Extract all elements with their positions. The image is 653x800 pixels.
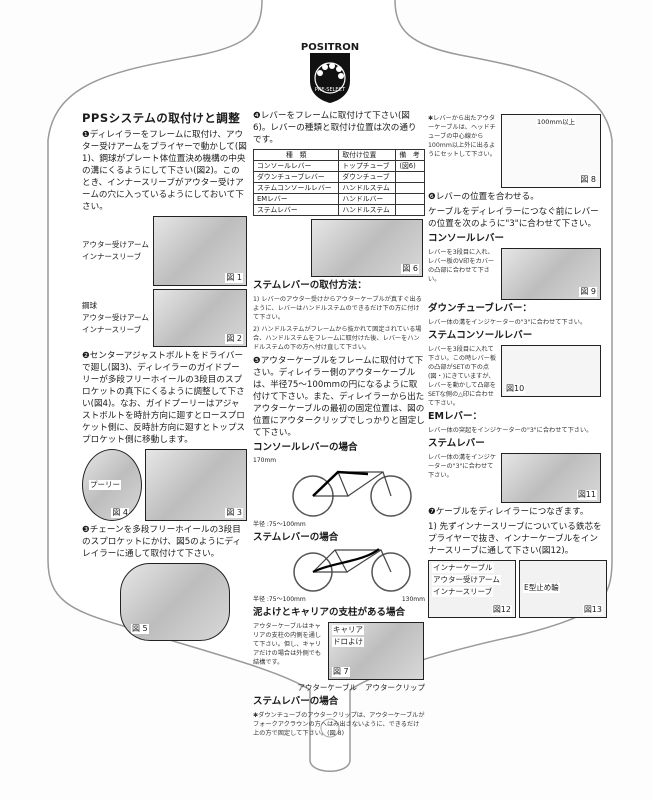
column-1: PPSシステムの取付けと調整 ❶ディレイラーをフレームに取付け、アウター受けアー… bbox=[82, 110, 247, 641]
figure-10-row: レバーを3段目に入れて下さい。この時レバー板の凸部がSETの下の点(図・)にきて… bbox=[428, 345, 606, 408]
figure-8: 100mm以上図 8 bbox=[501, 114, 601, 188]
column-3: ✱レバーから出たアウターケーブルは、ヘッドチューブの中心線から100mm以上外に… bbox=[428, 114, 607, 618]
figure-6: 図 6 bbox=[311, 219, 423, 277]
table-row: コンソールレバートップチューブ(図6) bbox=[252, 160, 425, 172]
dimension-label: 130mm bbox=[401, 596, 425, 603]
step-2-text: ❷センターアジャストボルトをドライバーで廻し(図3)、ディレイラーのガイドプーリ… bbox=[82, 351, 246, 445]
callout: 100mm以上 bbox=[536, 117, 577, 127]
figure-7-callouts: アウターケーブル アウタークリップ bbox=[253, 683, 425, 693]
callout: インナーケーブル bbox=[432, 563, 494, 573]
lever-table: 種 類取付け位置備 考 コンソールレバートップチューブ(図6) ダウンチューブレ… bbox=[252, 149, 425, 216]
figure-8-row: ✱レバーから出たアウターケーブルは、ヘッドチューブの中心線から100mm以上外に… bbox=[428, 114, 606, 188]
figure-3: 図 3 bbox=[145, 449, 247, 521]
stem-case-heading-2: ステムレバーの場合 bbox=[253, 696, 339, 707]
figure-4: プーリー図 4 bbox=[82, 449, 142, 521]
callout: 鋼球 bbox=[82, 301, 97, 310]
figure-1-callouts: アウター受けアーム インナースリーブ bbox=[82, 216, 150, 286]
figure-2: 図 2 bbox=[153, 289, 247, 347]
step-3-text: ❸チェーンを多段フリーホイールの3段目のスプロケットにかけ、図5のようにディレイ… bbox=[82, 525, 242, 559]
table-row: ダウンチューブレバーダウンチューブ bbox=[252, 171, 425, 183]
em-lever-text: レバー体の突起をインジケーターの"3"に合わせて下さい。 bbox=[428, 427, 593, 434]
page-title: PPSシステムの取付けと調整 bbox=[82, 111, 241, 125]
console-lever-text: レバーを3段目に入れ、レバー板のV印をカバーの凸部に合わせて下さい。 bbox=[428, 249, 495, 283]
callout: E型止め輪 bbox=[523, 583, 560, 593]
step-6-text: ケーブルをディレイラーにつなぐ前にレバーの位置を次のように"3"に合わせて下さい… bbox=[428, 207, 599, 229]
figure-2-row: 鋼球 アウター受けアーム インナースリーブ 図 2 bbox=[82, 289, 247, 347]
figure-10: 図10 bbox=[501, 345, 601, 397]
step-4-text: ❹レバーをフレームに取付けて下さい(図6)。レバーの種類と取付け位置は次の通りで… bbox=[253, 111, 417, 145]
figure-9: 図 9 bbox=[501, 248, 601, 300]
step-7-text: 1) 先ずインナースリーブについている鉄芯をプライヤーで抜き、インナーケーブルを… bbox=[428, 522, 602, 556]
svg-text:PRE-SELECT: PRE-SELECT bbox=[315, 87, 346, 93]
console-radius-row: 半径 :75〜100mm bbox=[253, 521, 425, 529]
fender-text: アウターケーブルはキャリアの支柱の内側を通して下さい。但し、キャリアだけの場合は… bbox=[253, 623, 322, 666]
table-row: ステムコンソールレバーハンドルステム bbox=[252, 182, 425, 194]
figure-12: インナーケーブル アウター受けアーム インナースリーブ 図12 bbox=[428, 560, 516, 618]
radius-label: 半径 :75〜100mm bbox=[253, 521, 306, 528]
callout: アウター受けアーム bbox=[82, 240, 149, 249]
bicycle-stem-diagram bbox=[293, 548, 411, 592]
figure-2-callouts: 鋼球 アウター受けアーム インナースリーブ bbox=[82, 289, 150, 347]
stem-note-1: 1) レバーのアウター受けからアウターケーブルが真すぐ出るように、レバーはハンド… bbox=[253, 296, 422, 321]
callout: アウターケーブル bbox=[297, 683, 357, 692]
dimension-label: 170mm bbox=[253, 457, 277, 464]
preselect-badge-icon: PRE-SELECT bbox=[310, 53, 350, 103]
em-lever-heading: EMレバー： bbox=[428, 411, 482, 422]
positron-logo: POSITRON PRE-SELECT bbox=[300, 42, 360, 107]
stem-console-lever-text: レバーを3段目に入れて下さい。この時レバー板の凸部がSETの下の点(図・)にきて… bbox=[428, 346, 497, 407]
console-dimension-row: 170mm bbox=[253, 457, 425, 465]
bicycle-console-diagram bbox=[292, 470, 412, 517]
down-tube-lever-heading: ダウンチューブレバー： bbox=[428, 303, 532, 314]
stem-lever-text: レバー体の溝をインジケーターの"3"に合わせて下さい。 bbox=[428, 454, 497, 479]
down-tube-lever-text: レバー体の溝をインジケーターの"3"に合わせて下さい。 bbox=[428, 319, 587, 326]
callout: インナースリーブ bbox=[432, 587, 494, 597]
radius-label: 半径 :75〜100mm bbox=[253, 596, 306, 603]
table-row: ステムレバーハンドルステム bbox=[252, 204, 425, 216]
figure-13: E型止め輪 図13 bbox=[519, 560, 607, 618]
figure-11-row: レバー体の溝をインジケーターの"3"に合わせて下さい。 図11 bbox=[428, 453, 606, 503]
figure-7-row: アウターケーブルはキャリアの支柱の内側を通して下さい。但し、キャリアだけの場合は… bbox=[253, 622, 425, 680]
fender-case-heading: 泥よけとキャリアの支柱がある場合 bbox=[253, 607, 406, 618]
figure-5: 図 5 bbox=[120, 563, 230, 641]
stem-lever-heading: ステムレバーの取付方法： bbox=[253, 280, 367, 291]
figure-9-row: レバーを3段目に入れ、レバー板のV印をカバーの凸部に合わせて下さい。 図 9 bbox=[428, 248, 606, 300]
table-row: EMレバーハンドルバー bbox=[252, 193, 425, 205]
figure-11: 図11 bbox=[501, 453, 601, 503]
figure-1-row: アウター受けアーム インナースリーブ 図 1 bbox=[82, 216, 247, 286]
stem-dimension-row: 半径 :75〜100mm 130mm bbox=[253, 596, 425, 604]
figure-7: キャリア ドロよけ 図 7 bbox=[328, 622, 424, 680]
note-fig8: ✱レバーから出たアウターケーブルは、ヘッドチューブの中心線から100mm以上外に… bbox=[428, 115, 496, 158]
step-5-text: ❺アウターケーブルをフレームに取付けて下さい。ディレイラー側のアウターケーブルは… bbox=[253, 356, 425, 438]
callout: アウタークリップ bbox=[365, 683, 425, 692]
stem-note-2: 2) ハンドルステムがフレームから抜かれて固定されている場合、ハンドルステムをフ… bbox=[253, 326, 422, 351]
callout: インナースリーブ bbox=[82, 325, 142, 334]
step-6-heading: ❻レバーの位置を合わせる。 bbox=[428, 192, 539, 202]
console-lever-heading: コンソールレバー bbox=[428, 233, 505, 244]
step-7-heading: ❼ケーブルをディレイラーにつなぎます。 bbox=[428, 507, 589, 517]
callout: アウター受けアーム bbox=[82, 313, 149, 322]
callout: インナースリーブ bbox=[82, 252, 142, 261]
step-1-text: ❶ディレイラーをフレームに取付け、アウター受けアームをプライヤーで動かして(図1… bbox=[82, 130, 247, 212]
console-case-heading: コンソールレバーの場合 bbox=[253, 442, 358, 453]
callout: アウター受けアーム bbox=[432, 575, 501, 585]
figure-1: 図 1 bbox=[153, 216, 247, 286]
figure-3-4-row: プーリー図 4 図 3 bbox=[82, 449, 247, 521]
figure-12-13-row: インナーケーブル アウター受けアーム インナースリーブ 図12 E型止め輪 図1… bbox=[428, 560, 607, 618]
column-2: ❹レバーをフレームに取付けて下さい(図6)。レバーの種類と取付け位置は次の通りで… bbox=[252, 110, 425, 738]
callout: キャリア bbox=[332, 625, 364, 635]
stem-case-heading: ステムレバーの場合 bbox=[253, 532, 339, 543]
stem-console-lever-heading: ステムコンソールレバー bbox=[428, 330, 533, 341]
callout: プーリー bbox=[89, 480, 121, 490]
callout: ドロよけ bbox=[332, 637, 364, 647]
brand-name: POSITRON bbox=[300, 42, 360, 53]
stem-note: ✱ダウンチューブのアウタークリップは、アウターケーブルがフォークアクラウンの方へ… bbox=[253, 712, 425, 737]
stem-lever-heading: ステムレバー bbox=[428, 438, 485, 449]
